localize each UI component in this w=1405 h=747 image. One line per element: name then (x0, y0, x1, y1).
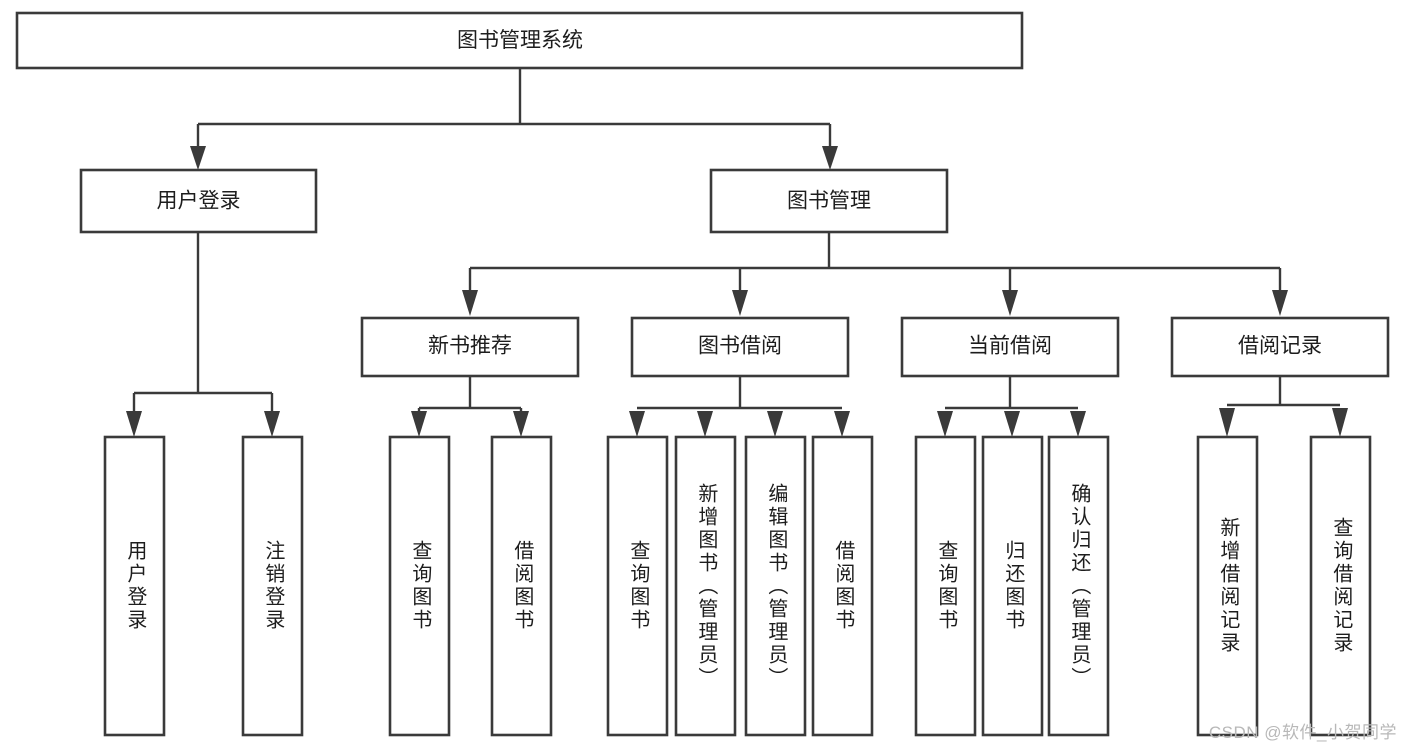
arrow-head-leaf-current-borrow-3 (1070, 411, 1086, 437)
leaf-box-new-book-1[interactable] (490, 435, 553, 737)
leaf-box-new-book-0[interactable] (388, 435, 451, 737)
node-box-new-book-recommend[interactable] (360, 316, 580, 378)
node-label-new-book-recommend: 新书推荐 (428, 335, 512, 358)
connector-group-new-book (411, 376, 529, 437)
node-label-borrow-records: 借阅记录 (1238, 335, 1322, 358)
node-label-root: 图书管理系统 (457, 29, 583, 52)
arrow-head-leaf-user-login-1 (126, 411, 142, 437)
node-box-book-manage[interactable] (709, 168, 949, 234)
arrow-head-leaf-borrow-records-2 (1332, 408, 1348, 437)
node-label-current-borrow: 当前借阅 (968, 335, 1052, 358)
leaf-box-borrow-records-1[interactable] (1309, 435, 1372, 737)
leaf-box-book-borrow-1[interactable] (674, 435, 737, 737)
arrow-head-leaf-book-borrow-1 (629, 411, 645, 437)
arrow-head-leaf-current-borrow-1 (937, 411, 953, 437)
leaf-box-book-borrow-3[interactable] (811, 435, 874, 737)
connector-group-root (190, 68, 838, 170)
arrow-head-new-book (462, 290, 478, 316)
connector-group-borrow-records (1219, 376, 1348, 437)
arrow-head-current-borrow (1002, 290, 1018, 316)
connector-group-book-borrow (629, 376, 850, 437)
arrow-head-leaf-borrow-records-1 (1219, 408, 1235, 437)
arrow-head-leaf-current-borrow-2 (1004, 411, 1020, 437)
arrow-head-leaf-new-book-1 (411, 411, 427, 437)
leaf-box-book-borrow-0[interactable] (606, 435, 669, 737)
arrow-head-book-manage (822, 146, 838, 170)
arrow-head-leaf-new-book-2 (513, 411, 529, 437)
leaf-box-user-login-1[interactable] (241, 435, 304, 737)
arrow-head-leaf-book-borrow-4 (834, 411, 850, 437)
leaf-box-current-borrow-1[interactable] (981, 435, 1044, 737)
leaf-box-book-borrow-2[interactable] (744, 435, 807, 737)
arrow-head-user-login (190, 146, 206, 170)
node-box-borrow-records[interactable] (1170, 316, 1390, 378)
connector-group-book-manage (462, 232, 1288, 316)
connector-group-current-borrow (937, 376, 1086, 437)
connector-group-user-login (126, 232, 280, 437)
node-box-book-borrow[interactable] (630, 316, 850, 378)
node-box-current-borrow[interactable] (900, 316, 1120, 378)
leaf-box-user-login-0[interactable] (103, 435, 166, 737)
node-box-user-login[interactable] (79, 168, 318, 234)
watermark-text: CSDN @软件_小贺同学 (1208, 723, 1397, 742)
leaf-box-borrow-records-0[interactable] (1196, 435, 1259, 737)
leaf-box-current-borrow-2[interactable] (1047, 435, 1110, 737)
arrow-head-leaf-book-borrow-2 (697, 411, 713, 437)
node-label-book-borrow: 图书借阅 (698, 335, 782, 358)
node-label-user-login: 用户登录 (157, 190, 241, 213)
arrow-head-leaf-book-borrow-3 (767, 411, 783, 437)
leaf-box-current-borrow-0[interactable] (914, 435, 977, 737)
node-label-book-manage: 图书管理 (787, 190, 871, 213)
arrow-head-leaf-user-login-2 (264, 411, 280, 437)
arrow-head-book-borrow (732, 290, 748, 316)
arrow-head-borrow-records (1272, 290, 1288, 316)
node-box-root[interactable] (15, 11, 1024, 70)
